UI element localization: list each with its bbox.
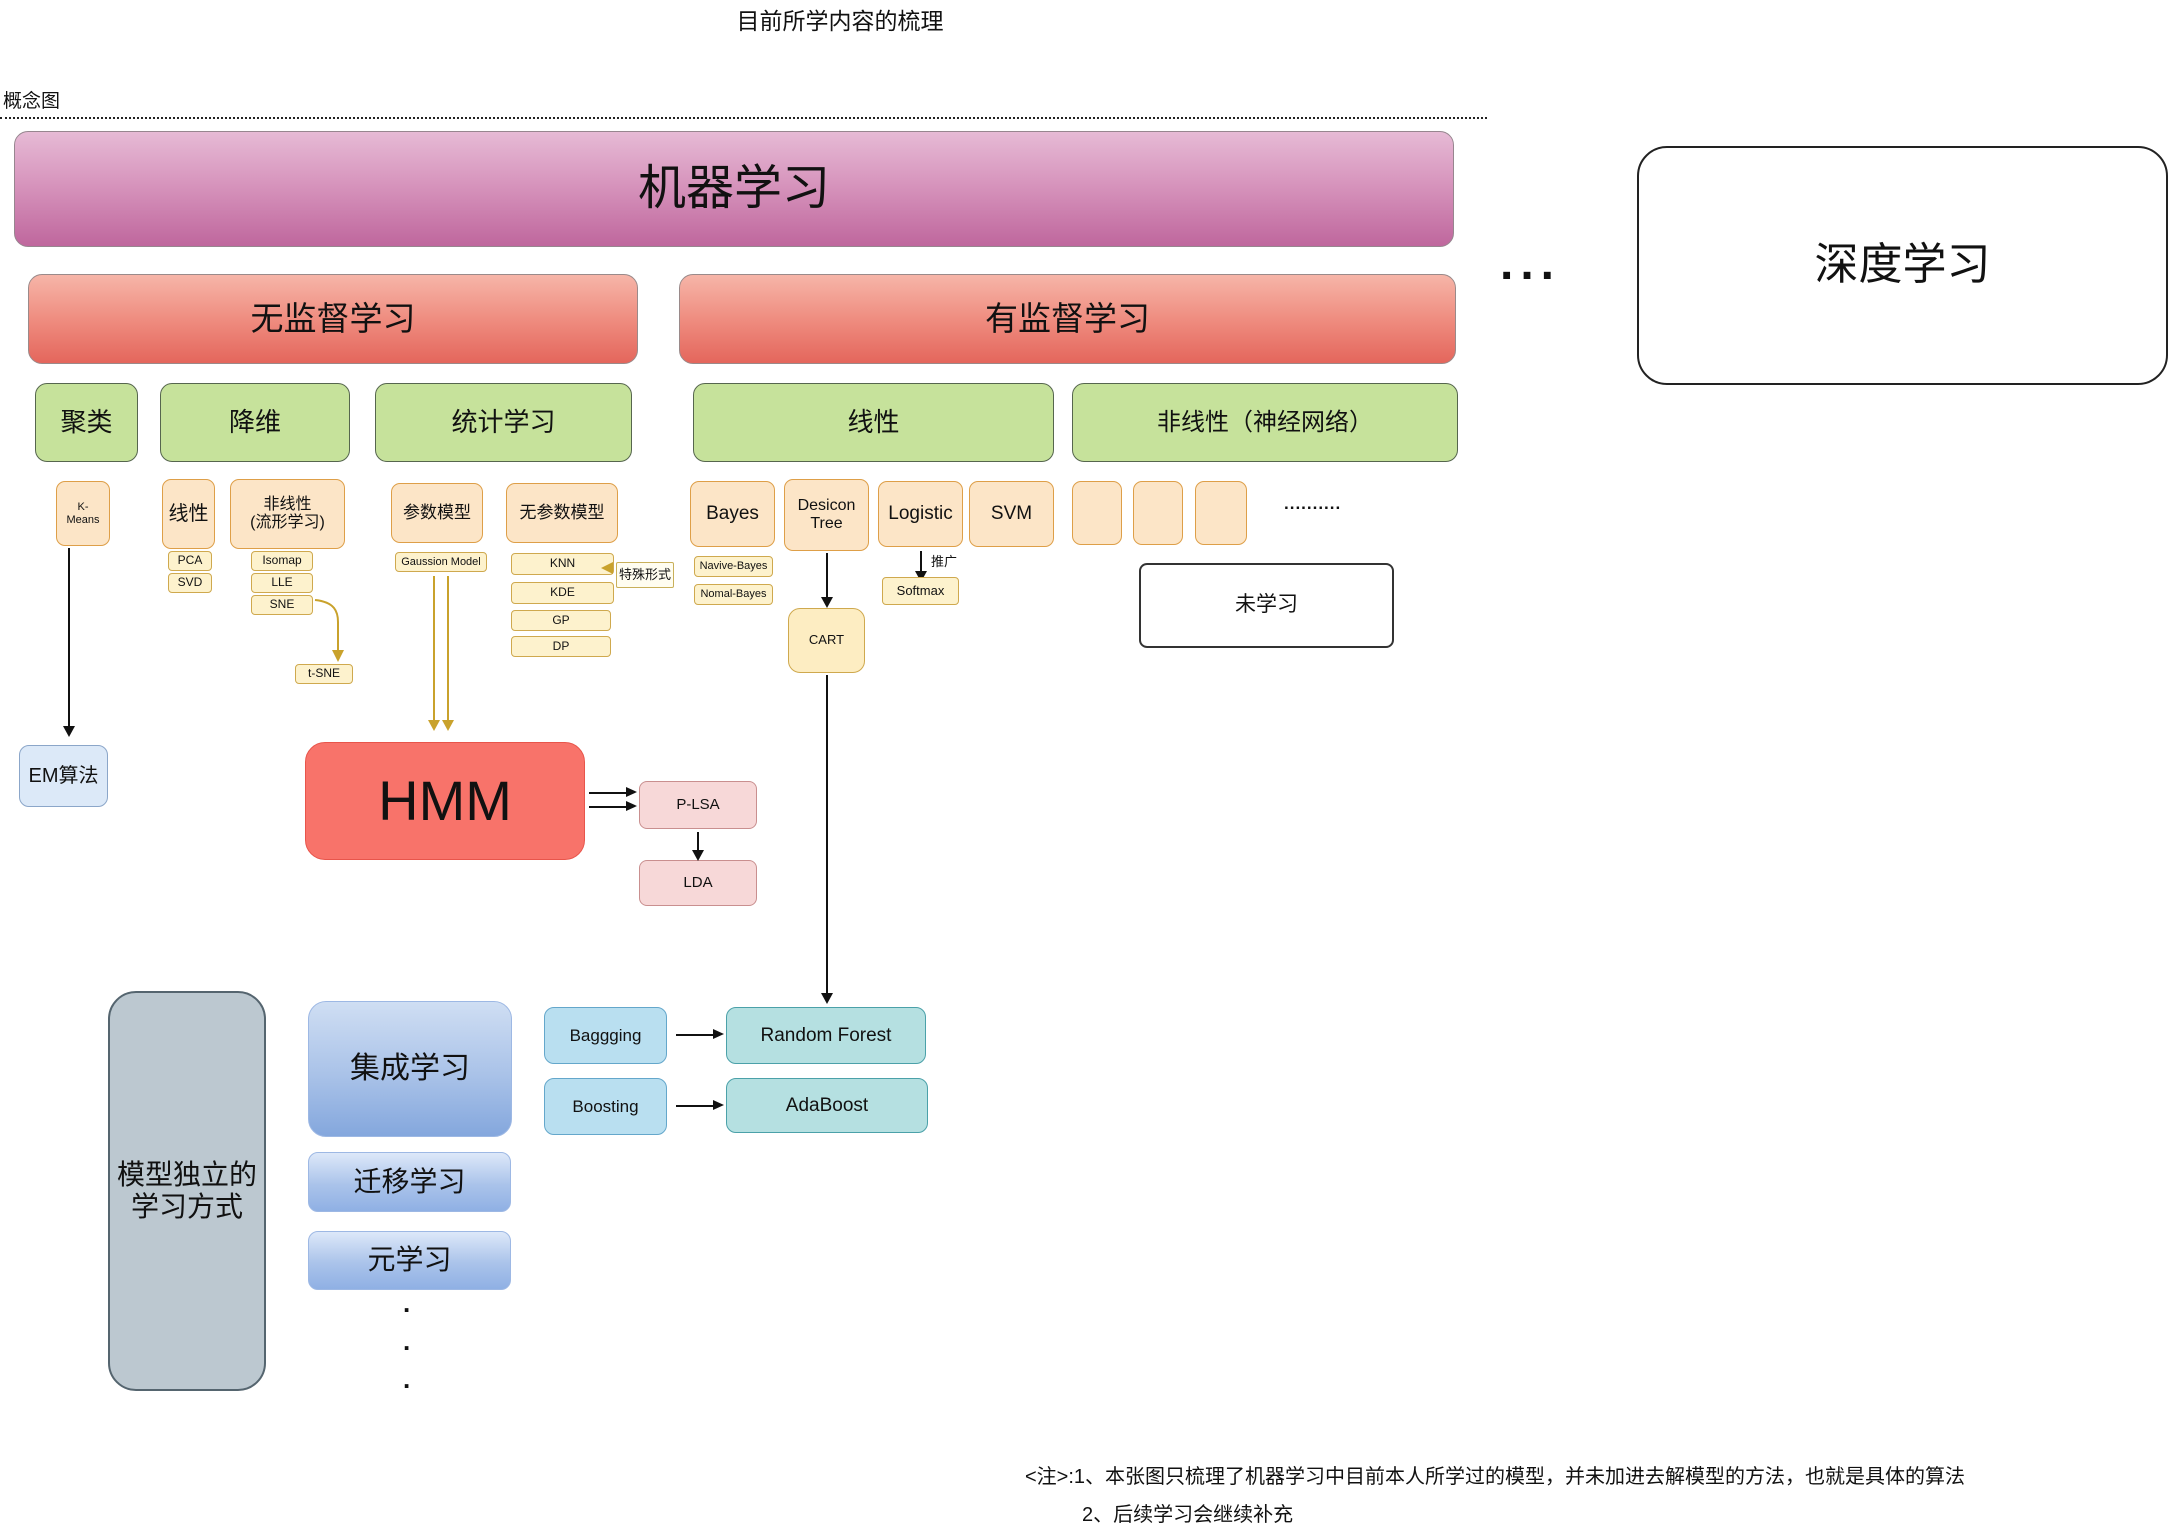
node-clustering: 聚类	[35, 383, 138, 462]
node-tsne: t-SNE	[295, 664, 353, 684]
node-hmm: HMM	[305, 742, 585, 860]
node-nn-placeholder-3	[1195, 481, 1247, 545]
arrow-cart-forest-head	[821, 993, 833, 1004]
node-nn-placeholder-2	[1133, 481, 1183, 545]
node-statistical-learning: 统计学习	[375, 383, 632, 462]
node-random-forest: Random Forest	[726, 1007, 926, 1064]
node-unsupervised: 无监督学习	[28, 274, 638, 364]
node-dr-linear: 线性	[162, 479, 215, 549]
node-navive-bayes: Navive-Bayes	[694, 556, 773, 577]
node-adaboost: AdaBoost	[726, 1078, 928, 1133]
node-plsa: P-LSA	[639, 781, 757, 829]
arrow-plsa-lda-line	[697, 832, 699, 852]
arrow-param-hmm-line-2	[447, 576, 449, 722]
arrow-logistic-softmax-head	[915, 571, 927, 582]
section-label: 概念图	[3, 91, 61, 112]
footnote-line-1: <注>:1、本张图只梳理了机器学习中目前本人所学过的模型，并未加进去解模型的方法…	[1025, 1466, 1966, 1488]
node-supervised: 有监督学习	[679, 274, 1456, 364]
arrow-boosting-ada-line	[676, 1105, 714, 1107]
arrow-hmm-plsa-head-2	[626, 801, 637, 811]
node-isomap: Isomap	[251, 551, 313, 571]
ellipsis-branches: ...	[1500, 237, 1562, 290]
node-bagging: Baggging	[544, 1007, 667, 1064]
node-nomal-bayes: Nomal-Bayes	[694, 584, 773, 605]
node-sne: SNE	[251, 595, 313, 615]
arrow-param-hmm-line-1	[433, 576, 435, 722]
node-dr-nonlinear: 非线性 (流形学习)	[230, 479, 345, 549]
node-special-form: 特殊形式	[616, 562, 674, 588]
node-pca: PCA	[168, 551, 212, 571]
dotted-divider	[0, 117, 1487, 119]
node-meta-learning: 元学习	[308, 1231, 511, 1290]
node-nonlinear-nn: 非线性（神经网络）	[1072, 383, 1458, 462]
node-knn: KNN	[511, 553, 614, 575]
node-deep-learning: 深度学习	[1637, 146, 2168, 385]
arrow-kmeans-em-line	[68, 548, 70, 728]
node-logistic: Logistic	[878, 481, 963, 547]
node-lle: LLE	[251, 573, 313, 593]
vdot-1: .	[403, 1288, 411, 1318]
node-cart: CART	[788, 608, 865, 673]
arrow-logistic-softmax-line	[920, 551, 922, 573]
node-dp: DP	[511, 636, 611, 657]
node-not-learned: 未学习	[1139, 563, 1394, 648]
node-dim-reduction: 降维	[160, 383, 350, 462]
node-machine-learning: 机器学习	[14, 131, 1454, 247]
arrow-sne-tsne	[314, 599, 344, 662]
arrow-hmm-plsa-head-1	[626, 787, 637, 797]
node-boosting: Boosting	[544, 1078, 667, 1135]
arrow-param-hmm-head-1	[428, 720, 440, 731]
arrow-kmeans-em-head	[63, 726, 75, 737]
node-decision-tree: Desicon Tree	[784, 479, 869, 551]
node-kmeans: K- Means	[56, 481, 110, 546]
node-bayes: Bayes	[690, 481, 775, 547]
node-nonparametric-model: 无参数模型	[506, 483, 618, 543]
node-softmax: Softmax	[882, 577, 959, 605]
arrow-param-hmm-head-2	[442, 720, 454, 731]
arrow-dtree-cart-head	[821, 597, 833, 608]
node-linear: 线性	[693, 383, 1054, 462]
vdot-2: .	[403, 1326, 411, 1356]
vdot-3: .	[403, 1364, 411, 1394]
arrow-bagging-forest-line	[676, 1034, 714, 1036]
node-transfer-learning: 迁移学习	[308, 1152, 511, 1212]
node-gaussion-model: Gaussion Model	[395, 552, 487, 572]
page-title: 目前所学内容的梳理	[736, 8, 944, 34]
arrow-cart-forest-line	[826, 675, 828, 995]
arrow-bagging-forest-head	[713, 1029, 724, 1039]
node-nn-placeholder-1	[1072, 481, 1122, 545]
node-lda: LDA	[639, 860, 757, 906]
arrow-specialform-knn-head	[601, 562, 613, 574]
node-ensemble-learning: 集成学习	[308, 1001, 512, 1137]
ellipsis-nn: ..........	[1284, 494, 1342, 513]
node-svd: SVD	[168, 573, 212, 593]
node-gp: GP	[511, 610, 611, 631]
node-parametric-model: 参数模型	[391, 483, 483, 543]
arrow-plsa-lda-head	[692, 850, 704, 861]
node-model-independent: 模型独立的 学习方式	[108, 991, 266, 1391]
node-kde: KDE	[511, 582, 614, 604]
node-svm: SVM	[969, 481, 1054, 547]
arrow-boosting-ada-head	[713, 1100, 724, 1110]
footnote-line-2: 2、后续学习会继续补充	[1082, 1504, 1294, 1526]
arrow-dtree-cart-line	[826, 553, 828, 599]
node-em-algorithm: EM算法	[19, 745, 108, 807]
label-generalize: 推广	[931, 554, 958, 569]
arrow-hmm-plsa-line-1	[589, 792, 627, 794]
arrow-hmm-plsa-line-2	[589, 806, 627, 808]
